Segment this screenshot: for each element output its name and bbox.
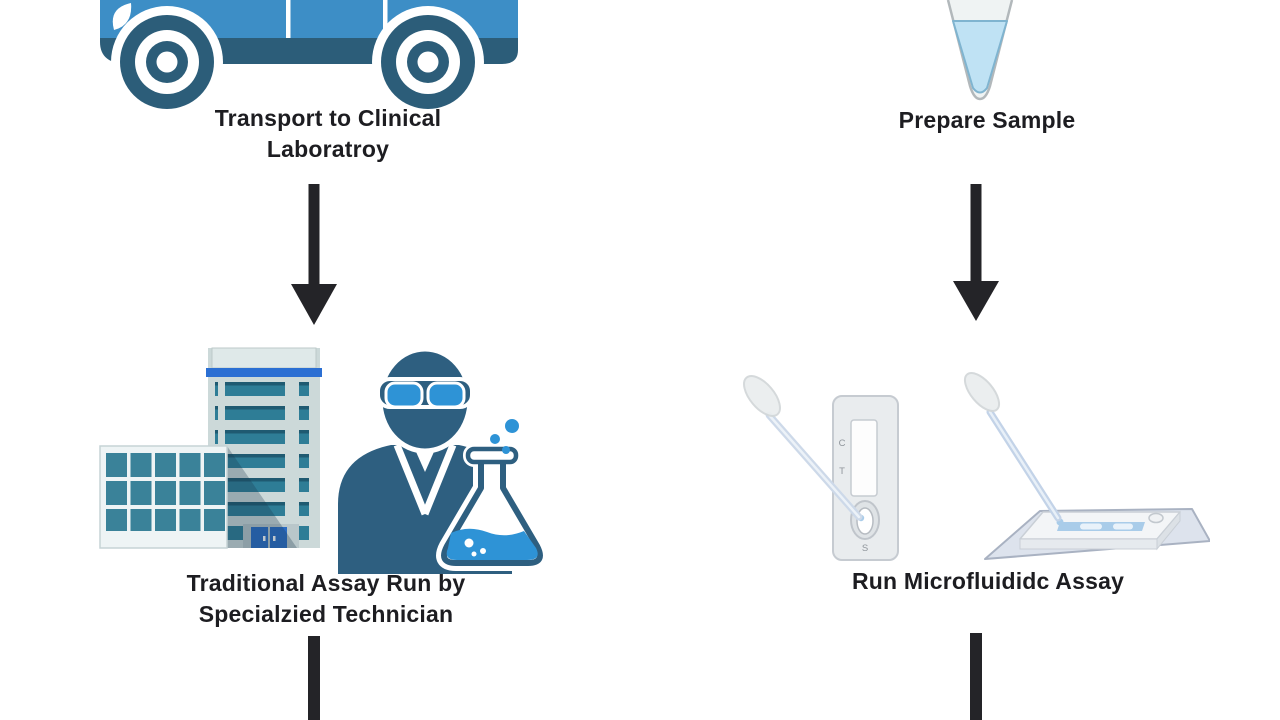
transfer-pipette-icon [963, 372, 1064, 526]
van-wheel-left [120, 15, 214, 109]
cassette-control-label: C [839, 438, 846, 449]
cassette-test-label: T [839, 466, 845, 477]
clinical-lab-technician-icon [95, 346, 545, 574]
delivery-van-icon [100, 0, 518, 112]
step-label-prepare-sample: Prepare Sample [898, 107, 1076, 133]
microfluidic-chip-icon [960, 368, 1210, 568]
step-label-run-microfluidic: Run Microfluididc Assay [851, 568, 1125, 594]
down-arrow-stem-icon [308, 636, 320, 720]
annex-windows [106, 453, 225, 531]
safety-goggles-icon [376, 377, 474, 409]
down-arrow-icon [953, 184, 999, 322]
step-label-transport: Transport to Clinical Laboratroy [214, 105, 442, 162]
step-label-traditional-assay: Traditional Assay Run by Specialzied Tec… [186, 570, 466, 627]
down-arrow-icon [291, 184, 337, 326]
erlenmeyer-flask-icon [436, 419, 545, 571]
hospital-building [99, 347, 322, 549]
cassette-sample-label: S [862, 543, 868, 554]
van-wheel-right [381, 15, 475, 109]
sample-tube-icon [941, 0, 1019, 104]
test-cassette-pipette-icon: C T S [725, 368, 925, 568]
down-arrow-stem-icon [970, 633, 982, 720]
transfer-pipette-icon [743, 375, 865, 522]
